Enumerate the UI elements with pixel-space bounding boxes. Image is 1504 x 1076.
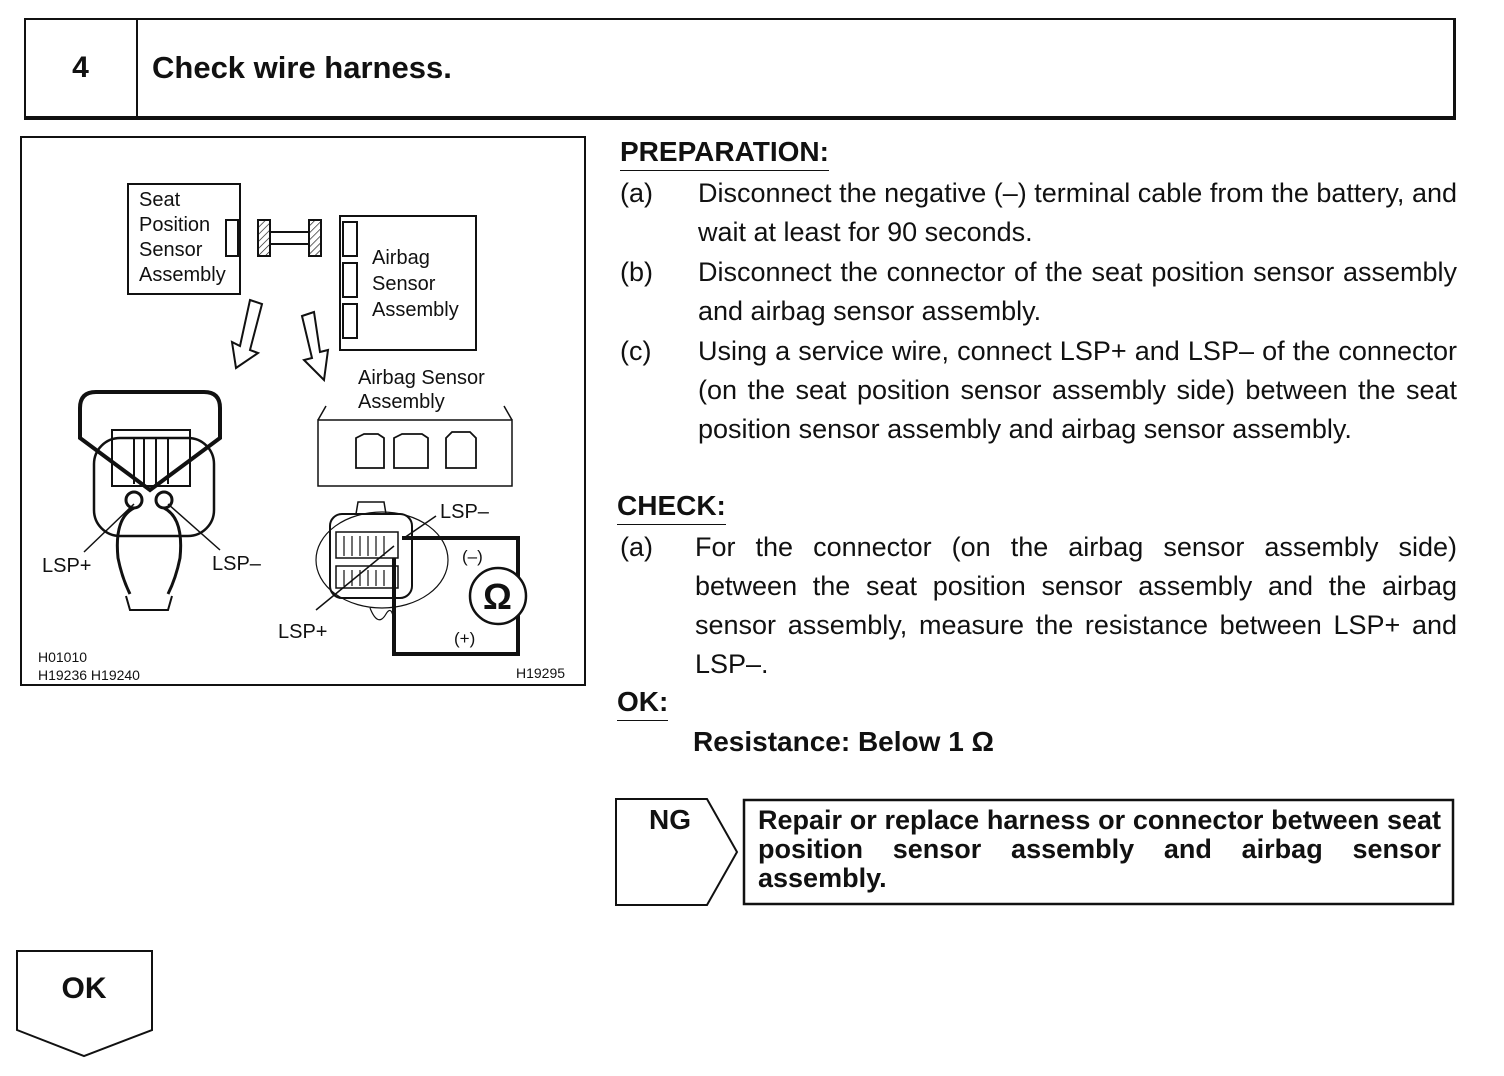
airbag-box-label-2: Sensor (372, 273, 436, 295)
step-header: 4 Check wire harness. (24, 18, 1456, 120)
meter-leads (392, 536, 520, 656)
arrow-down-right-icon (300, 310, 330, 383)
lsp-plus-right-label: LSP+ (278, 621, 327, 643)
connector-callout (78, 390, 222, 493)
step-title: Check wire harness. (152, 50, 452, 85)
seat-sensor-box (127, 183, 241, 295)
airbag-housing-label-1: Airbag Sensor (358, 367, 485, 389)
illustration-drawing: Seat Position Sensor Assembly Airbag Sen… (38, 183, 565, 683)
airbag-box-label-1: Airbag (372, 247, 430, 269)
item-label: (b) (620, 257, 653, 287)
airbag-housing-label-2: Assembly (358, 391, 445, 413)
seat-sensor-label-2: Position (139, 214, 210, 236)
service-wire-plug-left (257, 219, 271, 257)
preparation-heading: PREPARATION: (620, 136, 829, 171)
resistance-spec: Resistance: Below 1 Ω (693, 726, 994, 757)
lsp-plus-terminal (124, 490, 144, 510)
airbag-box-label-3: Assembly (372, 299, 459, 321)
item-text: Using a service wire, connect LSP+ and L… (698, 336, 1457, 444)
item-text: Disconnect the negative (–) terminal cab… (698, 178, 1457, 247)
ng-label: NG (649, 804, 691, 835)
wiring-illustration: Seat Position Sensor Assembly Airbag Sen… (20, 136, 586, 686)
airbag-connector-face (329, 513, 413, 599)
ohmmeter-icon (468, 566, 528, 626)
meter-negative-label: (–) (462, 547, 483, 566)
lsp-minus-right-label: LSP– (440, 501, 490, 523)
lsp-plus-left-label: LSP+ (42, 555, 91, 577)
item-label: (c) (620, 336, 652, 366)
item-text: Disconnect the connector of the seat pos… (698, 257, 1457, 326)
arrow-down-left-icon (230, 298, 264, 370)
ng-result: NG Repair or replace harness or connecto… (615, 798, 1455, 906)
item-label: (a) (620, 532, 653, 562)
seat-sensor-label-1: Seat (139, 189, 181, 211)
figure-code-1: H01010 (38, 649, 87, 665)
lsp-minus-left-label: LSP– (212, 553, 262, 575)
ok-result-frame (16, 950, 153, 1058)
ohm-symbol: Ω (483, 576, 512, 617)
seat-sensor-label-4: Assembly (139, 264, 226, 286)
ok-result: OK (16, 950, 156, 1058)
service-wire-plug-right (308, 219, 322, 257)
check-heading: CHECK: (617, 490, 726, 525)
ng-action-text: Repair or replace harness or connector b… (758, 805, 1441, 893)
figure-code-3: H19295 (516, 665, 565, 681)
step-number: 4 (26, 20, 138, 116)
ok-spec-heading: OK: (617, 686, 669, 721)
airbag-housing (317, 419, 513, 487)
item-text: For the connector (on the airbag sensor … (695, 532, 1457, 679)
item-label: (a) (620, 178, 653, 208)
ng-result-frame (615, 798, 1455, 906)
figure-code-2: H19236 H19240 (38, 667, 140, 683)
ok-label: OK (61, 972, 107, 1005)
seat-sensor-label-3: Sensor (139, 239, 203, 261)
airbag-sensor-box (339, 215, 477, 351)
meter-positive-label: (+) (454, 629, 475, 648)
